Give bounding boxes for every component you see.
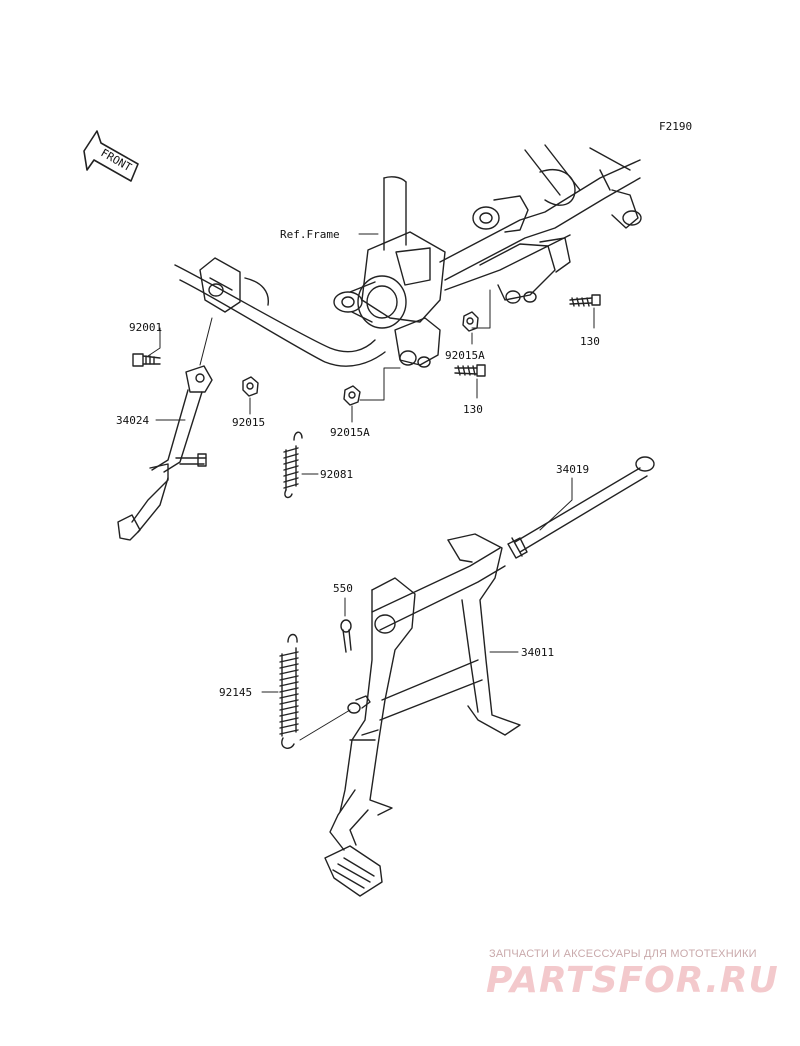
spring-92145-icon <box>279 633 299 749</box>
part-label-34024: 34024 <box>116 414 149 427</box>
bolt-92001-icon <box>132 353 161 367</box>
center-stand-34011 <box>324 533 521 897</box>
part-label-92015a-lower: 92015A <box>330 426 370 439</box>
side-stand-34024 <box>117 365 213 541</box>
spring-92081-icon <box>283 431 303 499</box>
cotter-pin-550-icon <box>340 619 352 653</box>
part-label-92015: 92015 <box>232 416 265 429</box>
part-label-34019: 34019 <box>556 463 589 476</box>
ref-frame-label: Ref.Frame <box>280 228 340 241</box>
bolt-130-right-icon <box>569 294 601 307</box>
axle-34019 <box>507 456 655 559</box>
bolt-130-left-icon <box>454 364 486 377</box>
part-label-130-right: 130 <box>580 335 600 348</box>
part-label-92081: 92081 <box>320 468 353 481</box>
leader-lines <box>147 233 595 741</box>
part-label-550: 550 <box>333 582 353 595</box>
figure-code: F2190 <box>659 120 692 133</box>
nut-92015-icon <box>242 376 259 397</box>
nut-92015a-lower-icon <box>343 385 361 406</box>
watermark-brand: PARTSFOR.RU <box>486 960 779 1001</box>
part-label-130-left: 130 <box>463 403 483 416</box>
part-label-92001: 92001 <box>129 321 162 334</box>
part-label-34011: 34011 <box>521 646 554 659</box>
front-arrow-label: FRONT <box>99 146 135 174</box>
part-label-92145: 92145 <box>219 686 252 699</box>
watermark-tagline: ЗАПЧАСТИ И АКСЕССУАРЫ ДЛЯ МОТОТЕХНИКИ <box>489 948 757 960</box>
front-arrow-icon <box>83 130 139 182</box>
frame-drawing <box>174 144 642 368</box>
part-label-92015a-upper: 92015A <box>445 349 485 362</box>
